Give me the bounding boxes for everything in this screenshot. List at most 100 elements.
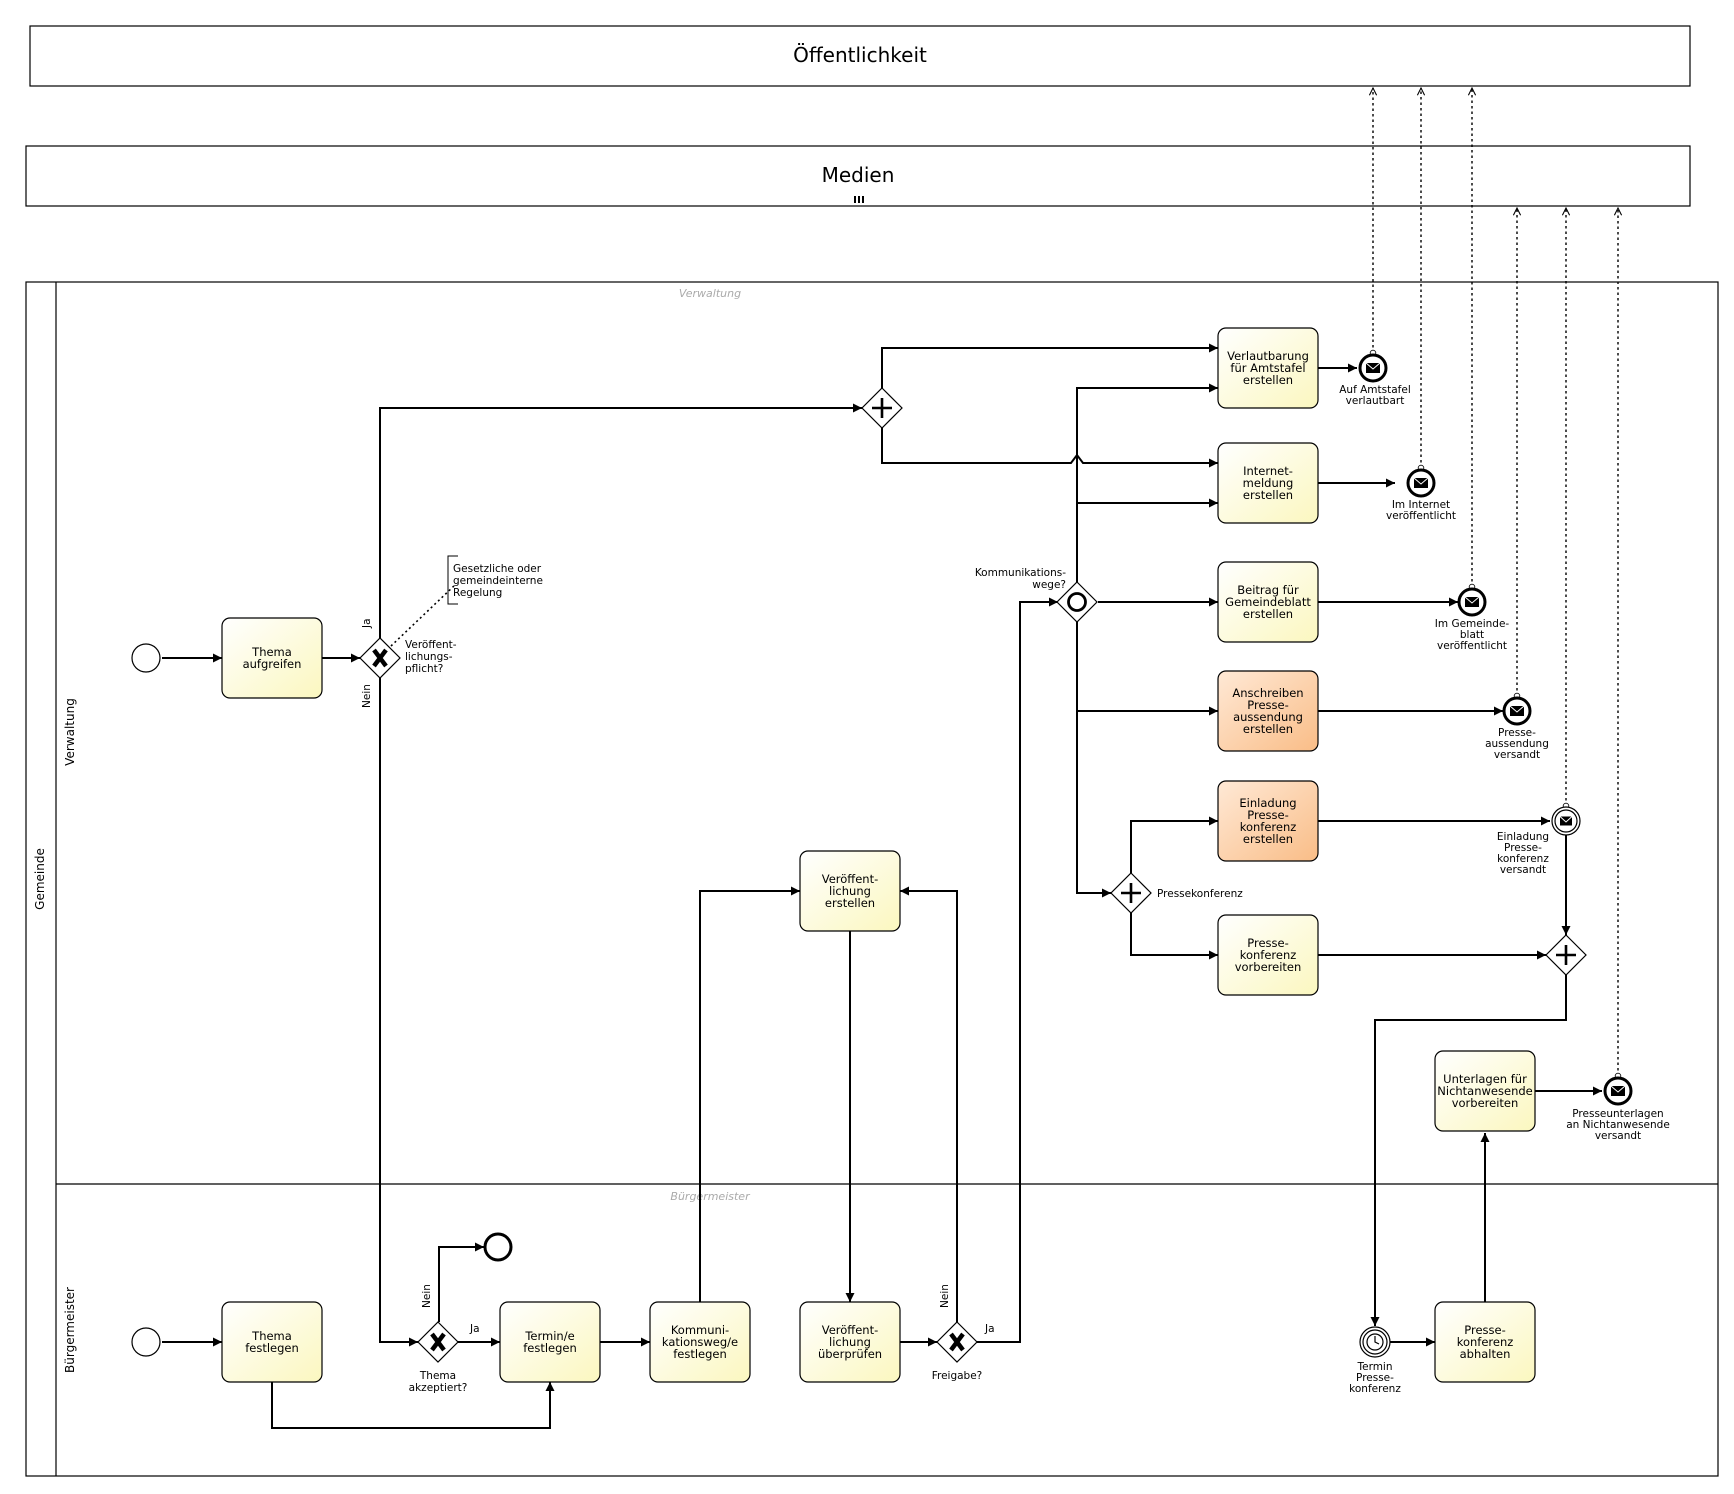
start-event-buergermeister[interactable]: [131, 1327, 161, 1357]
pool-medien[interactable]: Medien: [25, 145, 1691, 207]
envelope-filled-icon: [1559, 816, 1573, 826]
gateway-thema-akzeptiert[interactable]: [417, 1321, 459, 1363]
task-label-line: konferenz: [1240, 948, 1297, 962]
task-label-line: Presse-: [1247, 808, 1289, 822]
tasks: ThemaaufgreifenThemafestlegenTermin/efes…: [221, 327, 1536, 1383]
pool-medien-title: Medien: [822, 163, 895, 187]
pool-oeffentlichkeit[interactable]: Öffentlichkeit: [29, 25, 1691, 87]
task-label-line: konferenz: [1240, 820, 1297, 834]
task-label-line: aussendung: [1233, 710, 1303, 724]
annotation-line-2: gemeindeinterne: [453, 575, 543, 587]
task-label-line: Presse-: [1247, 698, 1289, 712]
pool-oeffentlichkeit-title: Öffentlichkeit: [793, 43, 927, 67]
text-annotation[interactable]: Gesetzliche oder gemeindeinterne Regelun…: [390, 555, 543, 647]
message-end-events: [1358, 353, 1633, 1106]
event-label-einladung: konferenz: [1497, 853, 1549, 865]
gw-label-thema-2: akzeptiert?: [409, 1382, 468, 1394]
envelope-filled-icon: [1509, 705, 1525, 716]
task-label-line: festlegen: [673, 1347, 727, 1361]
gateway-split-amtstafel-internet[interactable]: [861, 387, 903, 429]
task-label-line: erstellen: [1243, 607, 1293, 621]
annotation-line-3: Regelung: [453, 587, 502, 599]
exclusive-x-icon: [430, 1332, 446, 1352]
end-event-thema-abgelehnt[interactable]: [483, 1232, 513, 1262]
gateway-veroeffentlichungspflicht[interactable]: [359, 637, 401, 679]
end-event-gemeindeblatt[interactable]: [1457, 587, 1487, 617]
sequence-flows: [162, 343, 1602, 1429]
event-label-presseaussendung: Presse-: [1498, 727, 1536, 739]
gw-label-pflicht-2: lichungs-: [405, 651, 453, 663]
end-event-internet[interactable]: [1406, 468, 1436, 498]
envelope-filled-icon: [1610, 1085, 1626, 1096]
event-label-internet: veröffentlicht: [1386, 510, 1456, 522]
task-label-line: erstellen: [825, 896, 875, 910]
task-label-line: festlegen: [523, 1341, 577, 1355]
event-label-amtstafel: verlautbart: [1346, 395, 1405, 407]
task-label-line: für Amtstafel: [1230, 361, 1305, 375]
end-event-presseunterlagen[interactable]: [1603, 1076, 1633, 1106]
event-label-termin: Termin: [1356, 1361, 1392, 1373]
gw-label-kommunikation-1: Kommunikations-: [975, 567, 1066, 579]
event-label-amtstafel: Auf Amtstafel: [1339, 384, 1411, 396]
flow-label-ja-pflicht: Ja: [361, 618, 373, 629]
message-flows: [1373, 88, 1618, 1076]
gateway-labels: Veröffent- lichungs- pflicht? Thema akze…: [405, 567, 1243, 1394]
gateway-join-pressekonferenz[interactable]: [1545, 934, 1587, 976]
timer-event-termin[interactable]: [1359, 1326, 1391, 1358]
task-label-line: Unterlagen für: [1443, 1072, 1527, 1086]
task-label-line: Veröffent-: [822, 1323, 879, 1337]
gw-label-pressekonferenz: Pressekonferenz: [1157, 888, 1243, 900]
end-event-presseaussendung[interactable]: [1502, 696, 1532, 726]
task-label-line: erstellen: [1243, 722, 1293, 736]
gw-label-freigabe: Freigabe?: [932, 1370, 983, 1382]
task-label-line: Nichtanwesende: [1437, 1084, 1532, 1098]
gateway-freigabe[interactable]: [936, 1321, 978, 1363]
gw-label-kommunikation-2: wege?: [1032, 579, 1066, 591]
envelope-filled-icon: [1464, 596, 1480, 607]
gateway-kommunikationswege[interactable]: [1056, 581, 1098, 623]
start-event-verwaltung[interactable]: [131, 643, 161, 673]
exclusive-x-icon: [949, 1332, 965, 1352]
lane-buergermeister[interactable]: Bürgermeister Bürgermeister: [63, 1190, 751, 1373]
event-label-einladung: Einladung: [1497, 831, 1549, 843]
event-label-termin: Presse-: [1356, 1372, 1394, 1384]
event-label-presseaussendung: aussendung: [1485, 738, 1549, 750]
envelope-filled-icon: [1365, 362, 1381, 373]
lane-verwaltung-title: Verwaltung: [63, 698, 77, 766]
gw-label-pflicht-3: pflicht?: [405, 663, 443, 675]
task-label-line: überprüfen: [818, 1347, 882, 1361]
end-event-amtstafel[interactable]: [1358, 353, 1388, 383]
event-label-presseaussendung: versandt: [1494, 749, 1540, 761]
task-label-line: meldung: [1243, 476, 1294, 490]
task-label-line: vorbereiten: [1452, 1096, 1519, 1110]
inclusive-circle-icon: [1067, 592, 1087, 612]
intermediate-event-einladung[interactable]: [1551, 806, 1581, 836]
gateway-pressekonferenz[interactable]: [1110, 872, 1152, 914]
task-label-line: Gemeindeblatt: [1225, 595, 1311, 609]
event-label-gemeindeblatt: blatt: [1460, 629, 1484, 641]
flow-labels: Ja Nein Nein Ja Nein Ja: [361, 618, 995, 1335]
event-label-gemeindeblatt: veröffentlicht: [1437, 640, 1507, 652]
event-label-presseunterlagen: Presseunterlagen: [1572, 1108, 1663, 1120]
flow-label-nein-pflicht: Nein: [361, 684, 373, 708]
task-label-line: Thema: [251, 645, 292, 659]
envelope-filled-icon: [1413, 477, 1429, 488]
lane-verwaltung[interactable]: Verwaltung Verwaltung: [56, 287, 1718, 1185]
multi-instance-marker-icon: [854, 196, 864, 203]
task-label-line: Thema: [251, 1329, 292, 1343]
